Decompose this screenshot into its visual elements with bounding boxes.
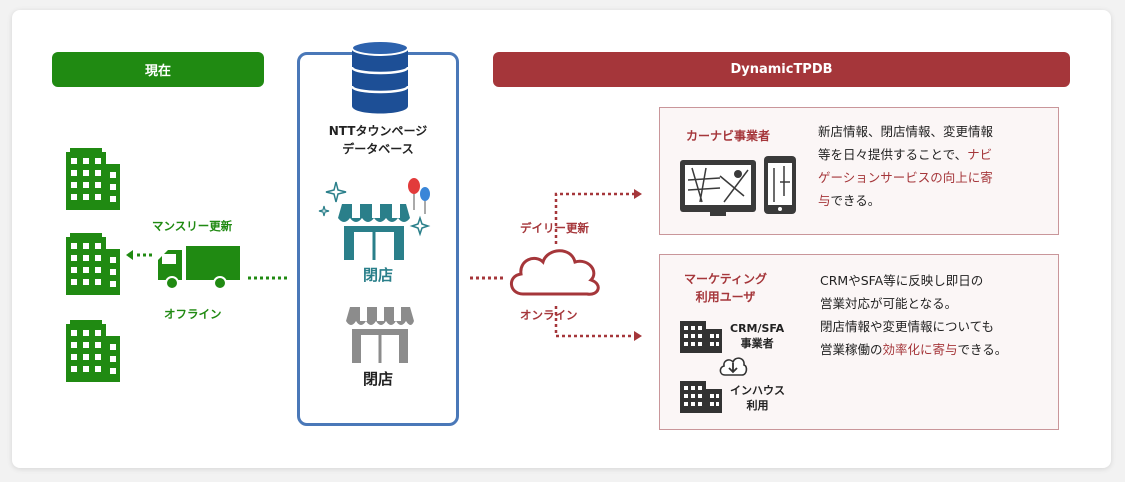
building-icon xyxy=(66,320,120,382)
marketing-description: CRMやSFA等に反映し即日の 営業対応が可能となる。 閉店情報や変更情報につい… xyxy=(820,273,1008,357)
building-icon xyxy=(66,148,120,210)
dotted-connector xyxy=(470,266,504,285)
current-header: 現在 xyxy=(52,52,264,87)
new-store-icon xyxy=(318,176,442,264)
store-status-teal: 閉店 xyxy=(362,266,393,284)
database-name-line2: データベース xyxy=(342,142,414,156)
database-name-line1: NTTタウンページ xyxy=(328,124,428,138)
inhouse-label: インハウス 利用 xyxy=(730,384,785,412)
monthly-update-label: マンスリー更新 xyxy=(152,219,233,233)
cloud-icon xyxy=(505,244,605,302)
office-building-icon xyxy=(680,319,724,357)
offline-label: オフライン xyxy=(164,307,222,321)
car-navi-title: カーナビ事業者 xyxy=(686,129,771,143)
dotted-connector xyxy=(248,266,290,285)
arrow-to-marketing xyxy=(554,304,644,348)
office-building-icon xyxy=(680,379,724,417)
car-navi-device-icons xyxy=(680,156,800,220)
truck-icon xyxy=(156,246,242,294)
arrow-to-car-navi xyxy=(554,186,644,250)
car-navi-panel: カーナビ事業者 新店情報、閉店情報、変更情報 等を日々提供することで、ナビ ゲー… xyxy=(659,107,1059,235)
online-label: オンライン xyxy=(520,308,578,322)
cloud-download-icon xyxy=(718,355,748,381)
database-icon xyxy=(350,40,410,118)
daily-update-label: デイリー更新 xyxy=(520,221,589,235)
crm-sfa-label: CRM/SFA 事業者 xyxy=(730,322,785,350)
store-status-closed: 閉店 xyxy=(362,370,393,388)
dynamictpdb-header: DynamicTPDB xyxy=(493,52,1070,87)
building-icon xyxy=(66,233,120,295)
marketing-title: マーケティング 利用ユーザ xyxy=(684,272,768,304)
marketing-panel: マーケティング 利用ユーザ CRM/SFA 事業者 インハウス 利用 CRMやS… xyxy=(659,254,1059,430)
closed-store-icon xyxy=(344,307,416,367)
car-navi-description: 新店情報、閉店情報、変更情報 等を日々提供することで、ナビ ゲーションサービスの… xyxy=(818,124,994,208)
left-arrow-dots xyxy=(126,247,156,266)
